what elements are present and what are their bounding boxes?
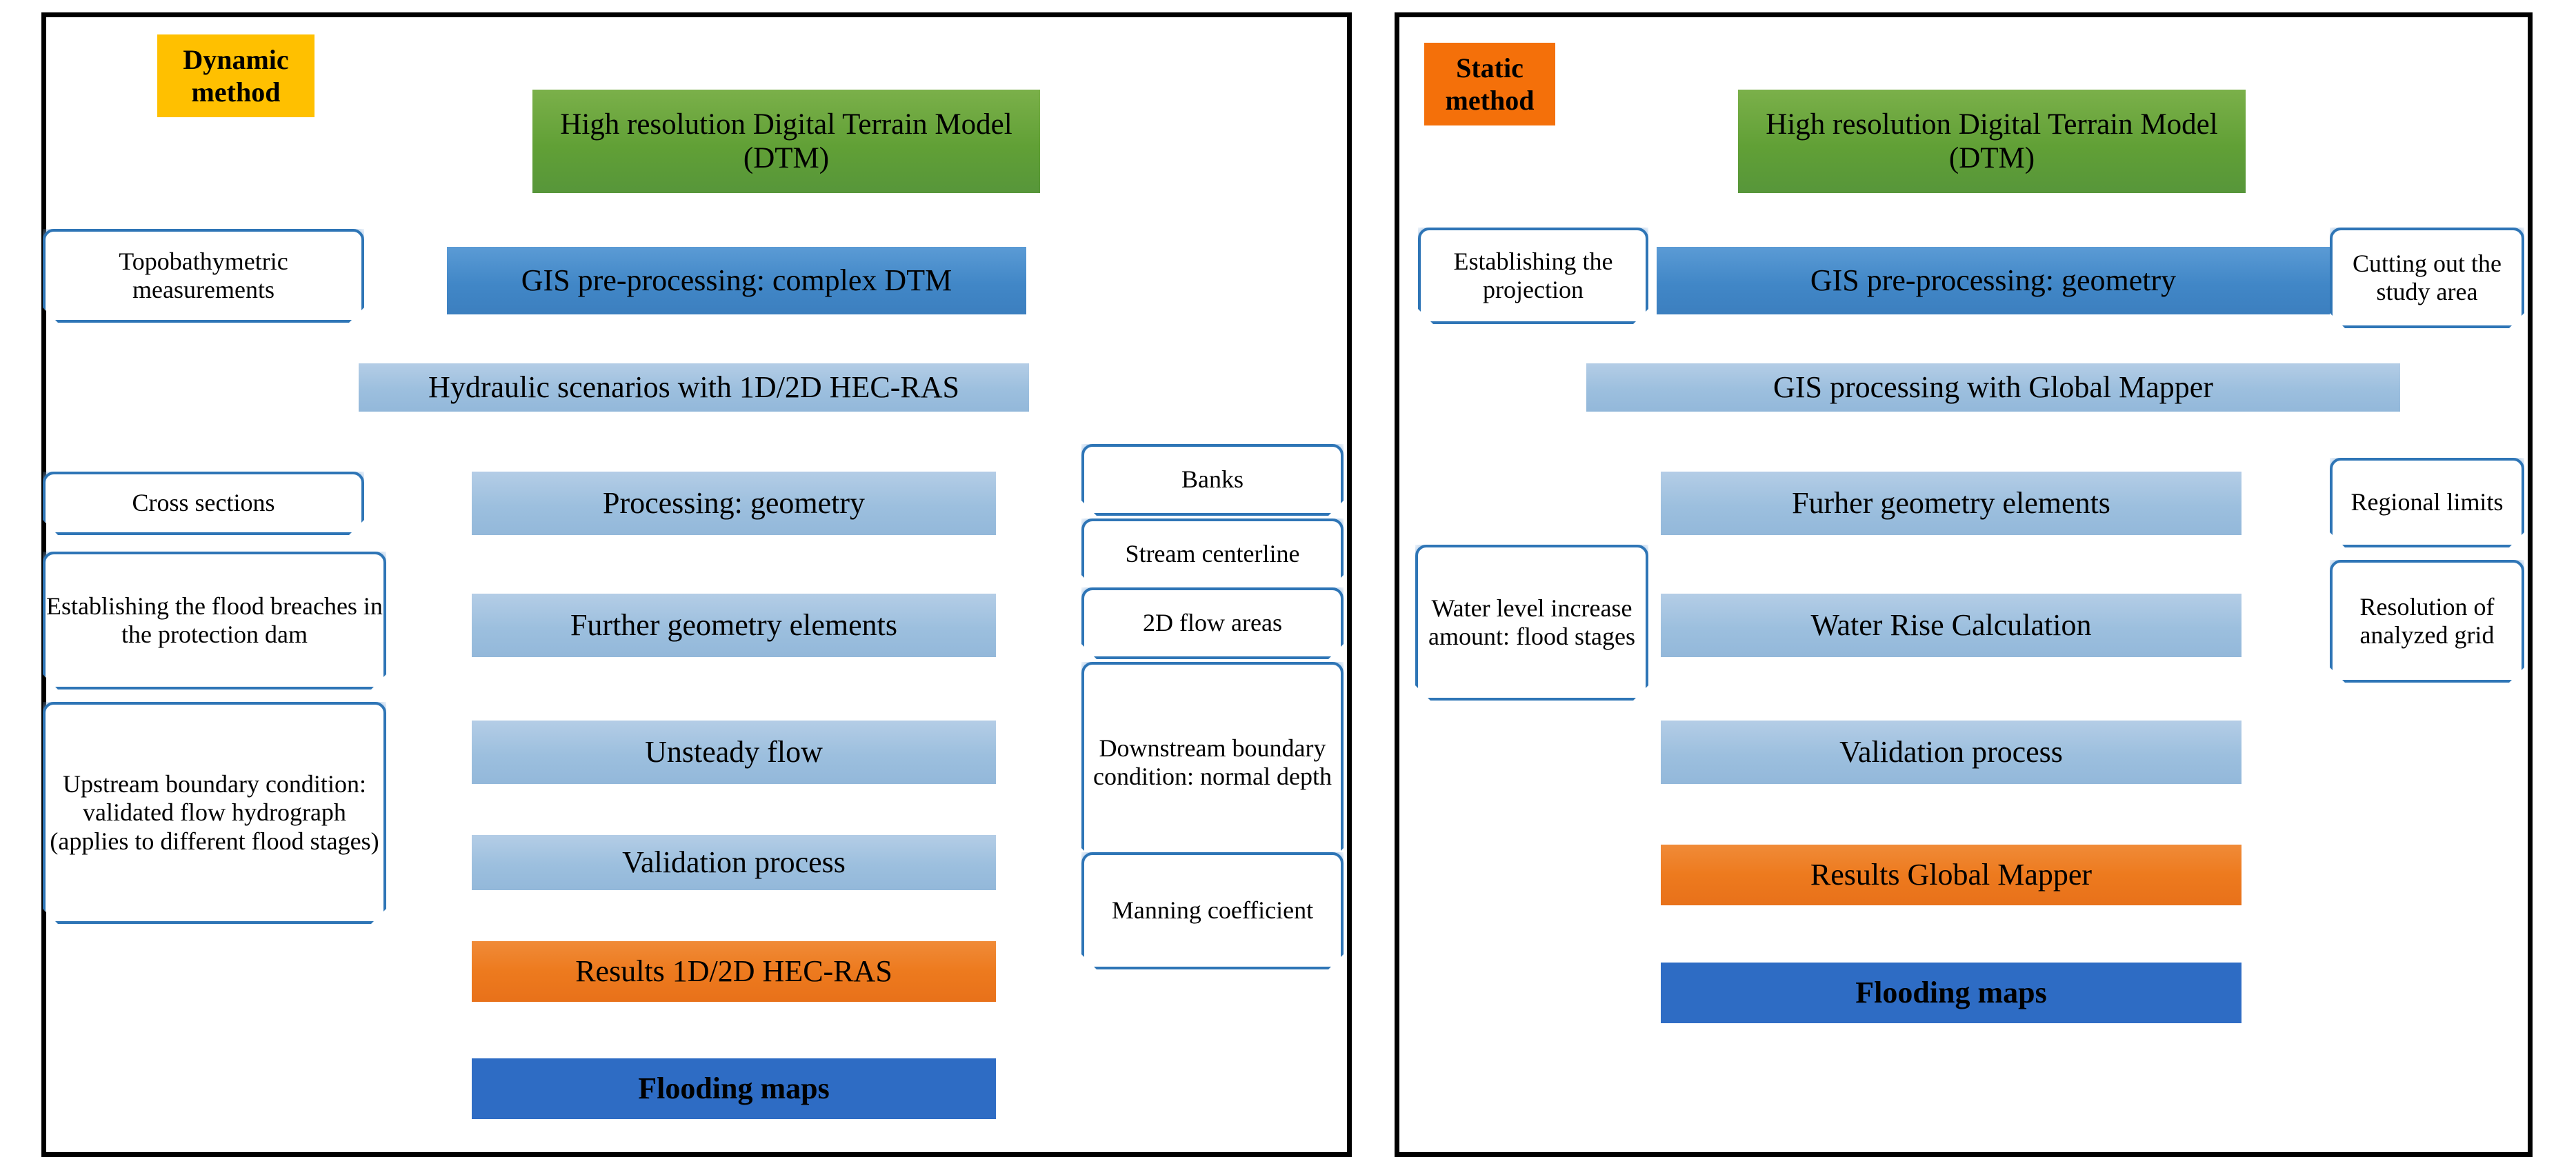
node-water-rise-calculation: Water Rise Calculation [1661,594,2241,657]
node-flooding-maps-left: Flooding maps [472,1058,996,1119]
node-further-geometry-elements: Further geometry elements [472,594,996,657]
note-2d-flow-areas: 2D flow areas [1081,587,1344,659]
node-results-hecras: Results 1D/2D HEC-RAS [472,941,996,1002]
note-stream-centerline: Stream centerline [1081,518,1344,590]
note-upstream-boundary-condition: Upstream boundary condition: validated f… [43,702,386,924]
node-validation-process-right: Validation process [1661,721,2241,784]
note-regional-limits: Regional limits [2330,458,2524,547]
node-gis-preprocessing-complex-dtm: GIS pre-processing: complex DTM [447,247,1026,314]
node-results-global-mapper: Results Global Mapper [1661,845,2241,905]
node-unsteady-flow: Unsteady flow [472,721,996,784]
note-water-level-increase-amount: Water level increase amount: flood stage… [1415,545,1648,701]
note-topobathymetric-measurements: Topobathymetric measurements [43,229,364,323]
node-gis-processing-global-mapper: GIS processing with Global Mapper [1586,363,2400,412]
node-flooding-maps-right: Flooding maps [1661,963,2241,1023]
node-processing-geometry: Processing: geometry [472,472,996,535]
node-furher-geometry-elements: Furher geometry elements [1661,472,2241,535]
note-cross-sections: Cross sections [43,472,364,535]
note-downstream-boundary-condition: Downstream boundary condition: normal de… [1081,662,1344,863]
note-flood-breaches: Establishing the flood breaches in the p… [43,552,386,689]
node-hydraulic-scenarios: Hydraulic scenarios with 1D/2D HEC-RAS [359,363,1029,412]
note-resolution-of-analyzed-grid: Resolution of analyzed grid [2330,560,2524,683]
note-banks: Banks [1081,444,1344,516]
note-manning-coefficient: Manning coefficient [1081,852,1344,969]
node-dtm-left: High resolution Digital Terrain Model (D… [532,90,1040,193]
note-establishing-the-projection: Establishing the projection [1418,228,1648,324]
note-cutting-out-the-study-area: Cutting out the study area [2330,228,2524,328]
node-dtm-right: High resolution Digital Terrain Model (D… [1738,90,2246,193]
title-chip-static-method: Static method [1424,43,1555,125]
title-chip-dynamic-method: Dynamic method [157,34,314,117]
node-gis-preprocessing-geometry: GIS pre-processing: geometry [1657,247,2330,314]
node-validation-process-left: Validation process [472,835,996,890]
